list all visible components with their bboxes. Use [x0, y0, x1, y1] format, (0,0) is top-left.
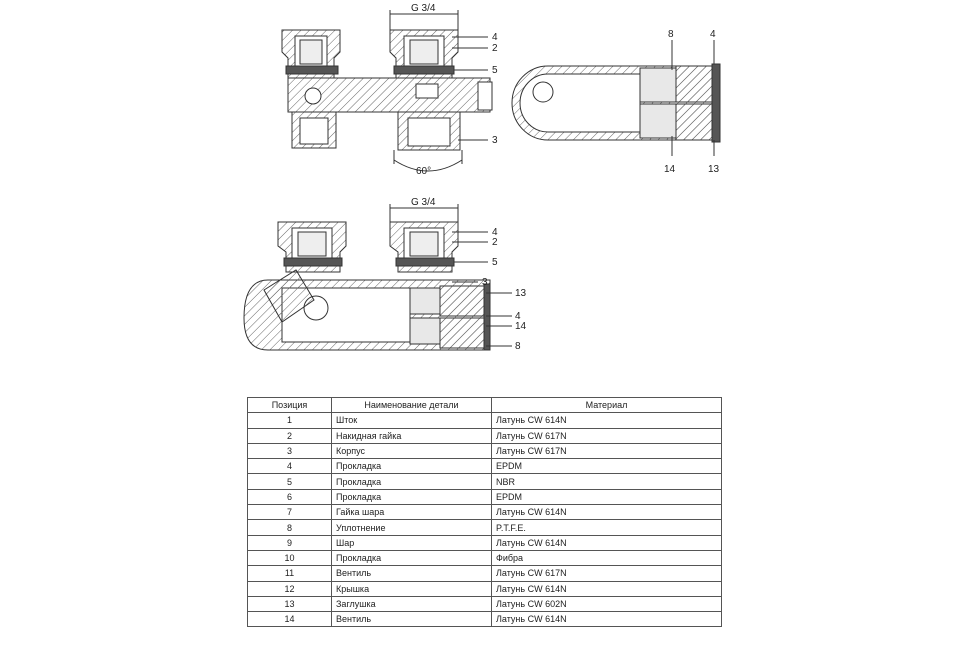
cell-material: NBR [491, 473, 722, 490]
cell-part-name: Прокладка [331, 473, 492, 490]
cell-material: Латунь CW 602N [491, 595, 722, 613]
cell-part-name: Крышка [331, 580, 492, 597]
cell-material: Латунь CW 617N [491, 565, 722, 582]
cell-position: 9 [247, 534, 332, 551]
top-callout-3: 3 [492, 135, 498, 146]
front-callout-8: 8 [515, 341, 521, 352]
header-material: Материал [491, 396, 722, 414]
cell-position: 3 [247, 442, 332, 460]
cell-part-name: Шток [331, 412, 492, 429]
parts-table-header-row: Позиция Наименование детали Материал [247, 396, 722, 414]
cell-position: 12 [247, 580, 332, 597]
header-part-name: Наименование детали [331, 396, 492, 414]
side-callout-4: 4 [710, 29, 716, 40]
cell-part-name: Прокладка [331, 488, 492, 506]
front-callout-2: 2 [492, 237, 498, 248]
cell-position: 13 [247, 595, 332, 613]
side-view-section [511, 40, 721, 156]
cell-material: Латунь CW 614N [491, 611, 722, 628]
cell-part-name: Вентиль [331, 565, 492, 582]
side-callout-8: 8 [668, 29, 674, 40]
cell-position: 7 [247, 504, 332, 521]
front-callout-4a: 4 [492, 227, 498, 238]
front-callout-4b: 4 [515, 311, 521, 322]
cell-part-name: Прокладка [331, 458, 492, 475]
cell-position: 10 [247, 549, 332, 567]
cell-material: Латунь CW 617N [491, 427, 722, 444]
cell-material: EPDM [491, 458, 722, 475]
cell-position: 2 [247, 427, 332, 444]
top-callout-5: 5 [492, 65, 498, 76]
cell-position: 8 [247, 519, 332, 536]
front-callout-3: 3 [482, 277, 488, 288]
front-callout-14: 14 [515, 321, 527, 332]
top-callout-4: 4 [492, 32, 498, 43]
cell-material: Латунь CW 617N [491, 442, 722, 460]
cell-material: Латунь CW 614N [491, 412, 722, 429]
cell-material: P.T.F.E. [491, 519, 722, 536]
cell-part-name: Гайка шара [331, 504, 492, 521]
cell-position: 1 [247, 412, 332, 429]
cell-part-name: Вентиль [331, 611, 492, 628]
cell-material: Фибра [491, 549, 722, 567]
top-callout-2: 2 [492, 43, 498, 54]
cell-part-name: Прокладка [331, 549, 492, 567]
cell-position: 4 [247, 458, 332, 475]
cell-material: Латунь CW 614N [491, 504, 722, 521]
cell-part-name: Уплотнение [331, 519, 492, 536]
cell-part-name: Накидная гайка [331, 427, 492, 444]
technical-drawing: G 3/4 60° 4 2 5 3 8 4 14 13 [243, 3, 721, 352]
top-view-section [281, 10, 493, 172]
side-callout-14: 14 [664, 164, 676, 175]
cell-material: EPDM [491, 488, 722, 506]
cell-position: 11 [247, 565, 332, 582]
front-thread-label: G 3/4 [411, 197, 436, 208]
front-callout-13: 13 [515, 288, 527, 299]
cell-position: 5 [247, 473, 332, 490]
cell-material: Латунь CW 614N [491, 534, 722, 551]
header-position: Позиция [247, 396, 332, 414]
cell-part-name: Заглушка [331, 595, 492, 613]
cell-part-name: Шар [331, 534, 492, 551]
side-callout-13: 13 [708, 164, 720, 175]
front-callout-5: 5 [492, 257, 498, 268]
top-thread-label: G 3/4 [411, 3, 436, 14]
front-view-section [243, 204, 512, 351]
cell-position: 14 [247, 611, 332, 628]
top-angle-label: 60° [416, 166, 431, 177]
cell-material: Латунь CW 614N [491, 580, 722, 597]
cell-part-name: Корпус [331, 442, 492, 460]
cell-position: 6 [247, 488, 332, 506]
